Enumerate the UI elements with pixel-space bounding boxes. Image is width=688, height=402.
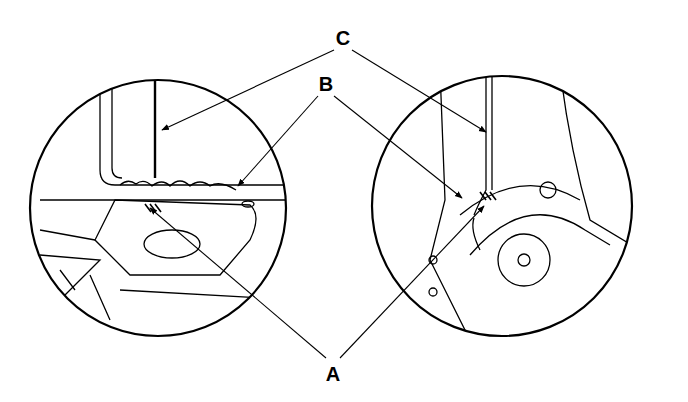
callout-letter: C <box>336 27 350 49</box>
callout-letter: A <box>326 363 340 385</box>
leader-lines <box>150 50 486 358</box>
right-detail <box>429 70 640 340</box>
callout-letter: B <box>319 73 333 95</box>
